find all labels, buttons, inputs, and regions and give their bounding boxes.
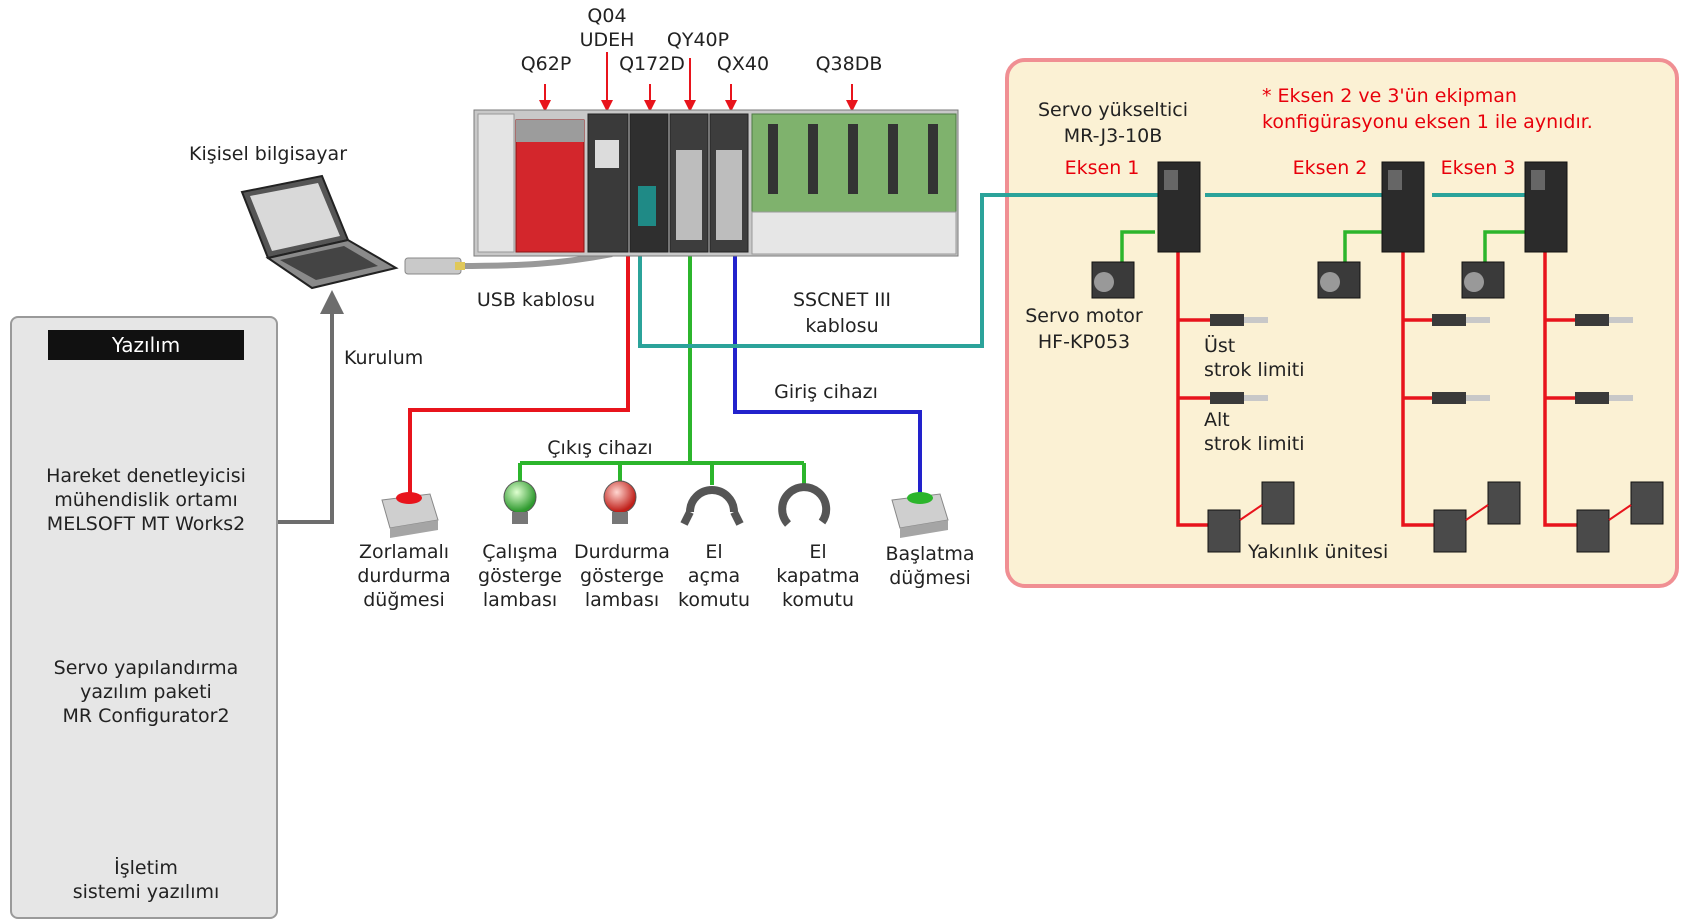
- servo-amplifier-icon: [1524, 161, 1568, 253]
- device-2-line-1: Çalışma: [482, 541, 558, 563]
- module-label-qy40p: QY40P: [666, 29, 730, 51]
- servo-amplifier-icon: [1157, 161, 1201, 253]
- software-item-3-line-2: sistemi yazılımı: [72, 881, 220, 903]
- device-1-line-1: Zorlamalı: [358, 541, 450, 563]
- lower-limit-label-1: Alt: [1204, 409, 1230, 431]
- equipment-note-line-2: konfigürasyonu eksen 1 ile aynıdır.: [1262, 111, 1593, 133]
- install-arrow: [278, 290, 344, 524]
- device-1-line-2: durdurma: [357, 565, 451, 587]
- usb-cable-label: USB kablosu: [476, 289, 596, 311]
- device-3-line-1: Durdurma: [574, 541, 670, 563]
- output-bus: [518, 240, 806, 485]
- motor-cables: [1120, 230, 1525, 262]
- device-6-line-2: düğmesi: [889, 567, 971, 589]
- forced-stop-button-icon: [381, 492, 439, 538]
- hand-close-icon: [778, 483, 831, 527]
- device-5-line-3: komutu: [782, 589, 854, 611]
- output-device-label: Çıkış cihazı: [547, 437, 653, 459]
- module-label-q38db: Q38DB: [815, 53, 883, 75]
- device-2-line-2: gösterge: [478, 565, 562, 587]
- servo-amp-label-2: MR-J3-10B: [1063, 125, 1163, 147]
- module-arrows: [539, 52, 858, 112]
- stop-lamp-icon: [603, 480, 637, 524]
- module-label-q172d: Q172D: [619, 53, 685, 75]
- pc-label: Kişisel bilgisayar: [188, 143, 348, 165]
- device-3-line-3: lambası: [584, 589, 660, 611]
- sscnet-label-2: kablosu: [805, 315, 879, 337]
- device-1-line-3: düğmesi: [363, 589, 445, 611]
- servo-amplifier-icon: [1381, 161, 1425, 253]
- run-lamp-icon: [503, 480, 537, 524]
- software-item-3-line-1: İşletim: [114, 857, 178, 879]
- equipment-note-line-1: * Eksen 2 ve 3'ün ekipman: [1262, 85, 1517, 107]
- software-item-2-line-2: yazılım paketi: [80, 681, 212, 703]
- hand-open-icon: [680, 486, 744, 526]
- laptop-icon: [240, 174, 399, 290]
- software-item-1-line-3: MELSOFT MT Works2: [46, 513, 246, 535]
- device-4-line-3: komutu: [678, 589, 750, 611]
- servo-motor-label-2: HF-KP053: [1037, 331, 1131, 353]
- servo-motor-label-1: Servo motor: [1025, 305, 1143, 327]
- plc-rack: [473, 109, 959, 257]
- module-label-q04: Q04: [587, 5, 627, 27]
- software-panel: Yazılım: [10, 316, 278, 919]
- servo-amp-label-1: Servo yükseltici: [1037, 99, 1189, 121]
- red-wire: [408, 235, 630, 495]
- device-3-line-2: gösterge: [580, 565, 664, 587]
- software-item-1-line-2: mühendislik ortamı: [54, 489, 238, 511]
- software-item-2-line-1: Servo yapılandırma: [53, 657, 239, 679]
- axis-3-label: Eksen 3: [1440, 157, 1516, 179]
- device-5-line-1: El: [809, 541, 827, 563]
- device-6-line-1: Başlatma: [885, 543, 975, 565]
- device-2-line-3: lambası: [482, 589, 558, 611]
- software-title: Yazılım: [48, 330, 244, 360]
- proximity-unit-icon: [1207, 481, 1664, 553]
- limit-switch-icon: [1210, 314, 1633, 404]
- module-label-udeh: UDEH: [579, 29, 635, 51]
- software-item-2-line-3: MR Configurator2: [62, 705, 230, 727]
- blue-wire: [733, 240, 922, 495]
- start-button-icon: [891, 492, 949, 538]
- upper-limit-label-2: strok limiti: [1204, 359, 1305, 381]
- axis-2-label: Eksen 2: [1292, 157, 1368, 179]
- sscnet-label-1: SSCNET III: [792, 289, 892, 311]
- device-5-line-2: kapatma: [776, 565, 860, 587]
- proximity-unit-label: Yakınlık ünitesi: [1248, 541, 1389, 563]
- servo-motor-icon: [1091, 261, 1135, 299]
- install-label: Kurulum: [344, 347, 424, 369]
- axis-1-label: Eksen 1: [1064, 157, 1140, 179]
- usb-cable: [404, 251, 613, 275]
- device-4-line-1: El: [705, 541, 723, 563]
- module-label-q62p: Q62P: [520, 53, 572, 75]
- lower-limit-label-2: strok limiti: [1204, 433, 1305, 455]
- device-4-line-2: açma: [687, 565, 741, 587]
- module-label-qx40: QX40: [716, 53, 770, 75]
- software-item-1-line-1: Hareket denetleyicisi: [46, 465, 246, 487]
- input-device-label: Giriş cihazı: [774, 381, 878, 403]
- upper-limit-label-1: Üst: [1204, 335, 1236, 357]
- servo-motor-icon: [1461, 261, 1505, 299]
- servo-motor-icon: [1317, 261, 1361, 299]
